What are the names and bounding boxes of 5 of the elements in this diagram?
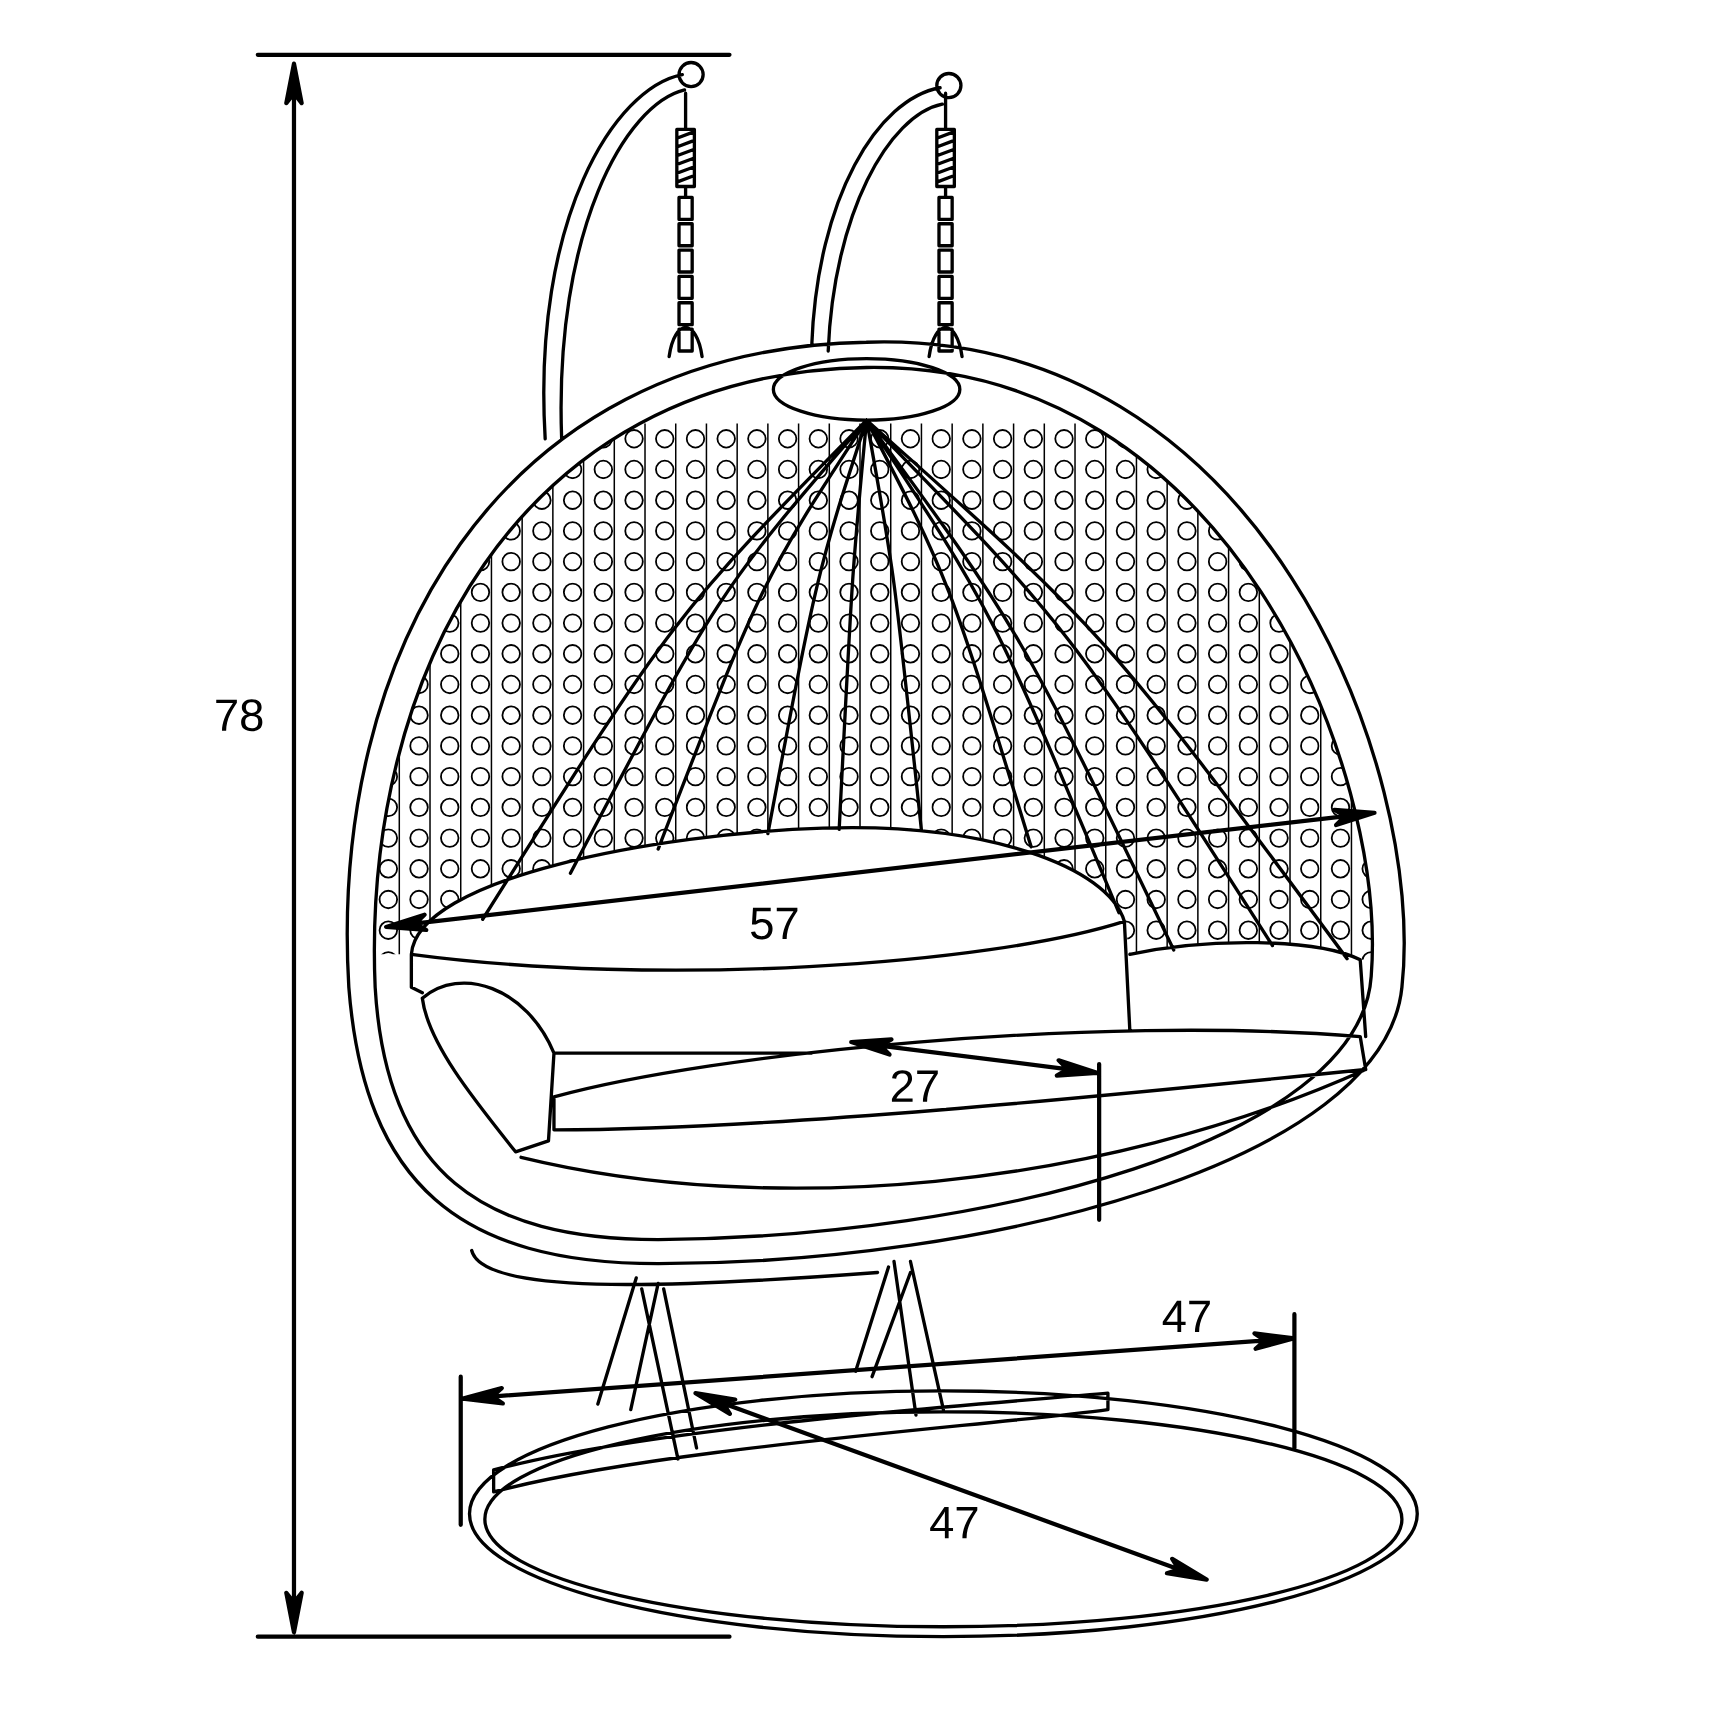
dimension-label: 78 [207,693,271,738]
dimension-label: 47 [923,1500,986,1545]
dimension-label: 47 [1155,1294,1219,1338]
dimension-label: 57 [743,901,806,946]
dimension-label: 27 [883,1064,947,1108]
